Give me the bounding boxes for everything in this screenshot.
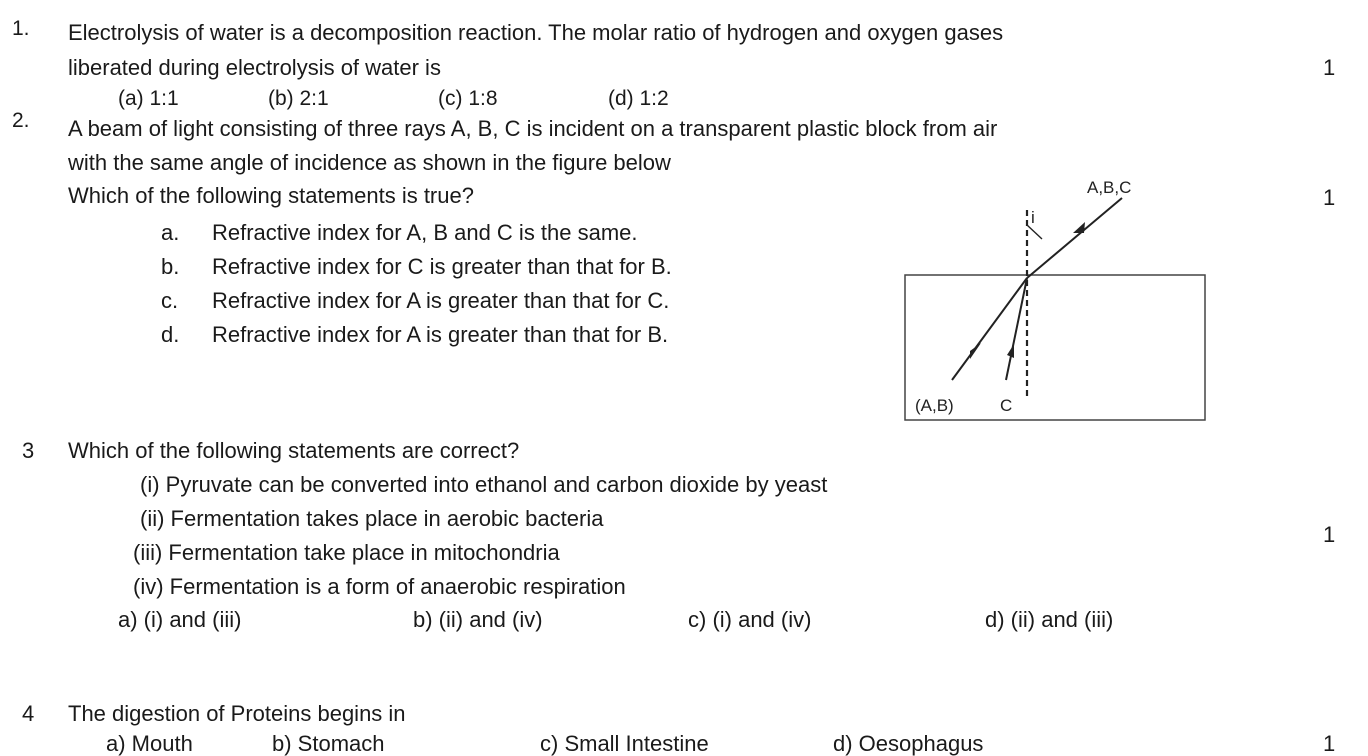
refraction-diagram: i A,B,C (A,B) C <box>904 178 1206 421</box>
incident-label: A,B,C <box>1087 178 1131 197</box>
plastic-block <box>904 274 1206 421</box>
question-4-option-a: a) Mouth <box>106 731 193 756</box>
question-4-option-c: c) Small Intestine <box>540 731 709 756</box>
question-2-option-c-text: Refractive index for A is greater than t… <box>212 288 670 313</box>
question-2-text-line1: A beam of light consisting of three rays… <box>68 116 998 141</box>
question-3-text-line1: Which of the following statements are co… <box>68 438 520 463</box>
incident-arrow-icon <box>1073 222 1085 233</box>
question-4-text-line1: The digestion of Proteins begins in <box>68 701 406 726</box>
question-3-statement-2: (ii) Fermentation takes place in aerobic… <box>140 506 604 531</box>
ray-c-arrow-icon <box>1007 344 1014 358</box>
question-3-option-a: a) (i) and (iii) <box>118 607 242 632</box>
ray-ab-arrow-icon <box>970 343 981 359</box>
question-4-option-b: b) Stomach <box>272 731 385 756</box>
question-3-statement-3: (iii) Fermentation take place in mitocho… <box>133 540 560 565</box>
ray-ab-label: (A,B) <box>915 396 954 415</box>
question-2-text-line3: Which of the following statements is tru… <box>68 183 474 208</box>
question-1-option-b: (b) 2:1 <box>268 87 329 110</box>
question-2-option-b-text: Refractive index for C is greater than t… <box>212 254 672 279</box>
question-3-number: 3 <box>22 438 35 463</box>
question-4-option-d: d) Oesophagus <box>833 731 984 756</box>
question-3-statement-4: (iv) Fermentation is a form of anaerobic… <box>133 574 626 599</box>
question-3-statement-1: (i) Pyruvate can be converted into ethan… <box>140 472 828 497</box>
question-4-marks: 1 <box>1323 731 1336 756</box>
question-2-option-a-letter: a. <box>161 220 180 245</box>
question-1-option-d: (d) 1:2 <box>608 87 669 110</box>
question-2-marks: 1 <box>1323 185 1336 210</box>
question-2-option-d-text: Refractive index for A is greater than t… <box>212 322 669 347</box>
question-3-option-b: b) (ii) and (iv) <box>413 607 543 632</box>
question-1-text-line2: liberated during electrolysis of water i… <box>68 55 441 80</box>
angle-label: i <box>1031 208 1035 227</box>
question-2-option-a-text: Refractive index for A, B and C is the s… <box>212 220 638 245</box>
question-1-option-c: (c) 1:8 <box>438 87 498 110</box>
angle-arc <box>1026 224 1043 240</box>
refracted-ray-c <box>1005 277 1028 381</box>
ray-c-label: C <box>1000 396 1012 415</box>
incident-ray <box>1026 197 1123 279</box>
question-2-text-line2: with the same angle of incidence as show… <box>68 150 671 175</box>
question-3-option-d: d) (ii) and (iii) <box>985 607 1114 632</box>
question-3-option-c: c) (i) and (iv) <box>688 607 812 632</box>
refracted-ray-ab <box>951 277 1028 381</box>
question-2-option-d-letter: d. <box>161 322 180 347</box>
question-2-option-c-letter: c. <box>161 288 179 313</box>
question-1-option-a: (a) 1:1 <box>118 87 179 110</box>
question-2-option-b-letter: b. <box>161 254 180 279</box>
question-1-marks: 1 <box>1323 55 1336 80</box>
question-4-number: 4 <box>22 701 35 726</box>
question-1-text-line1: Electrolysis of water is a decomposition… <box>68 20 1004 45</box>
question-3-marks: 1 <box>1323 522 1336 547</box>
question-1-number: 1. <box>12 17 30 40</box>
question-2-number: 2. <box>12 109 30 132</box>
